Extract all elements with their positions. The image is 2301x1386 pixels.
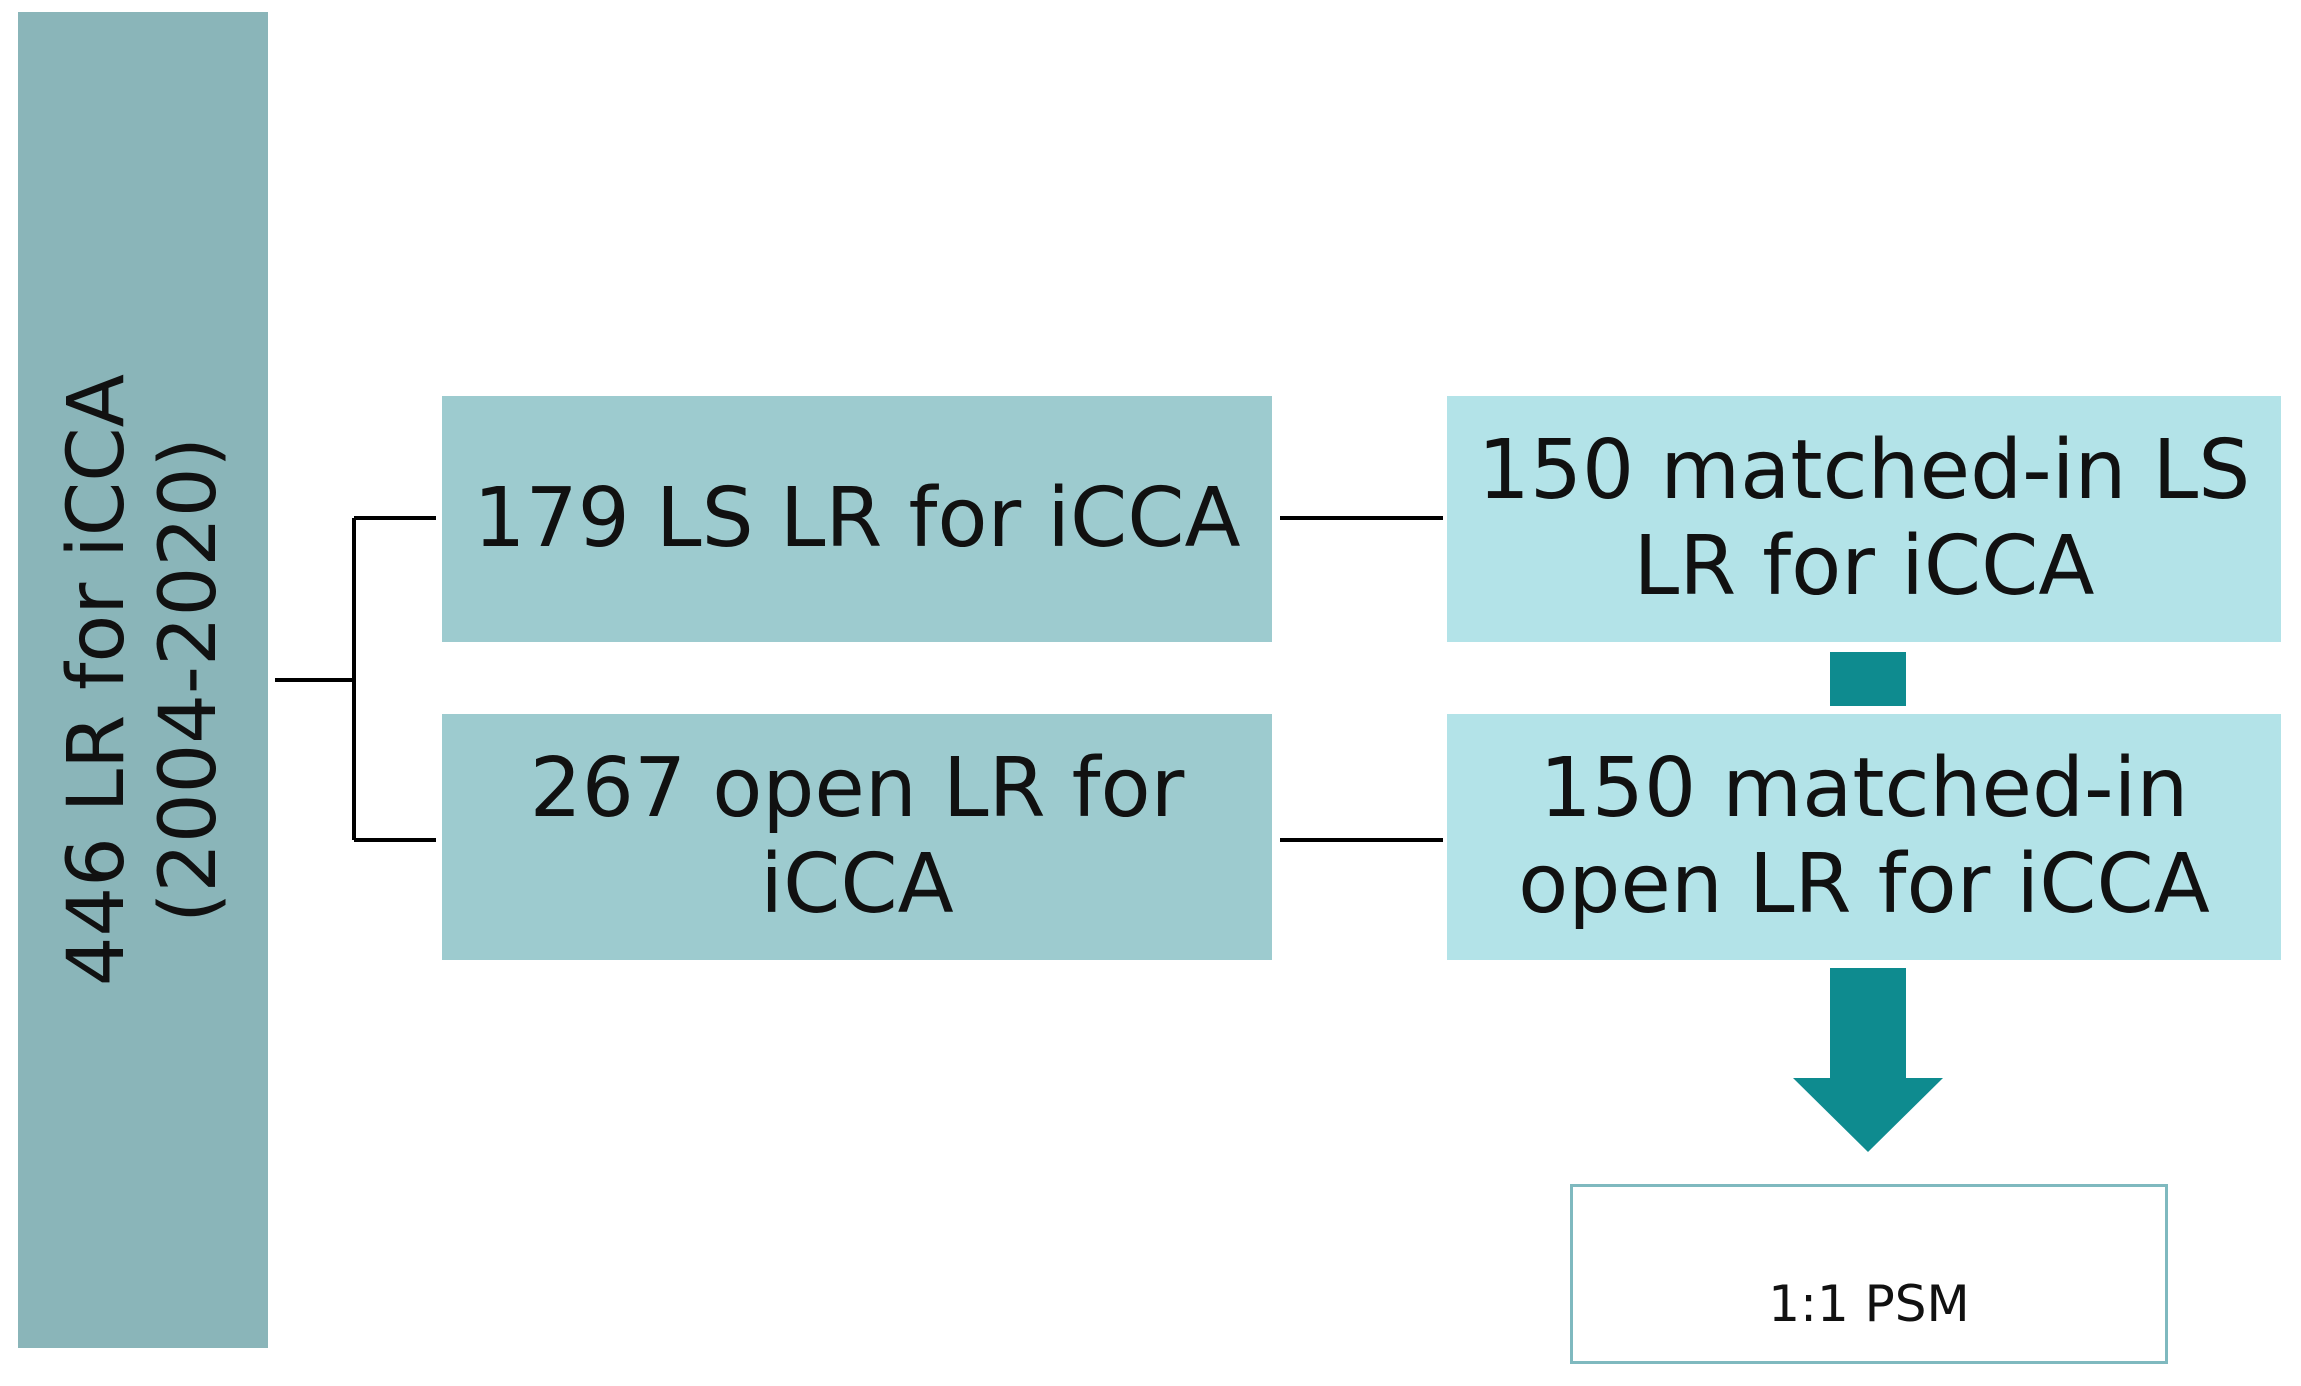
cohort-box: 446 LR for iCCA (2004-2020)	[18, 12, 268, 1348]
ls-matched-label-line1: 150 matched-in LS	[1477, 423, 2251, 519]
open-arm-label-line2: iCCA	[760, 837, 954, 932]
cohort-label-line1: 446 LR for iCCA	[51, 373, 142, 987]
cohort-label: 446 LR for iCCA (2004-2020)	[51, 374, 235, 986]
ls-matched-box: 150 matched-in LS LR for iCCA	[1447, 396, 2281, 642]
open-arm-box: 267 open LR for iCCA	[442, 714, 1272, 960]
open-matched-label-line2: open LR for iCCA	[1518, 837, 2210, 932]
down-arrow-icon	[1793, 968, 1943, 1152]
ls-arm-box: 179 LS LR for iCCA	[442, 396, 1272, 642]
open-matched-label-line1: 150 matched-in	[1539, 741, 2189, 837]
matched-link-bar	[1830, 652, 1906, 706]
open-matched-box: 150 matched-in open LR for iCCA	[1447, 714, 2281, 960]
cohort-label-line2: (2004-2020)	[144, 437, 234, 924]
psm-box: 1:1 PSM	[1570, 1184, 2168, 1364]
ls-arm-label: 179 LS LR for iCCA	[473, 471, 1241, 567]
open-arm-label-line1: 267 open LR for	[529, 741, 1185, 837]
psm-label: 1:1 PSM	[1768, 1275, 1970, 1333]
ls-matched-label-line2: LR for iCCA	[1633, 519, 2095, 614]
